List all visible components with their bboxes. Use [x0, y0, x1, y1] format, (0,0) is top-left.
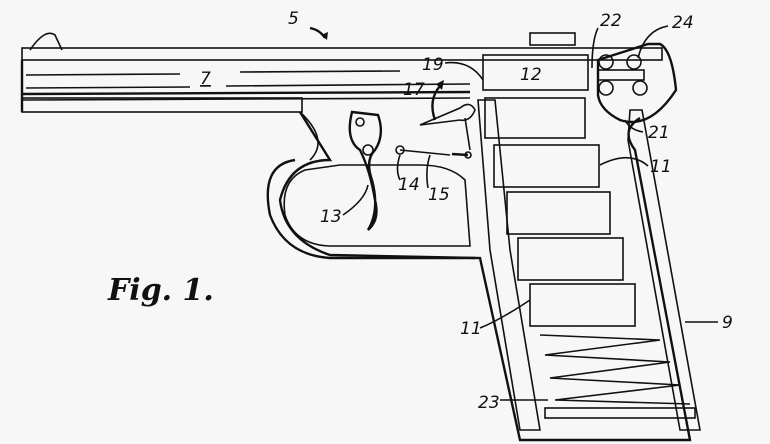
sear-lever — [419, 103, 476, 126]
cartridge-stack — [482, 54, 636, 327]
arrow-5 — [309, 26, 327, 39]
label-12: 12 — [520, 65, 542, 85]
label-21: 21 — [648, 123, 670, 143]
slide-rear — [596, 42, 678, 124]
front-sight — [29, 32, 63, 51]
cartridge-12 — [482, 54, 589, 91]
label-19: 19 — [422, 55, 444, 75]
rear-sight — [529, 32, 576, 46]
label-22: 22 — [600, 11, 622, 31]
label-14: 14 — [398, 175, 420, 195]
label-7: 7 — [200, 69, 211, 89]
slide — [20, 32, 663, 113]
label-9: 9 — [722, 313, 733, 333]
label-5: 5 — [288, 9, 299, 29]
label-15: 15 — [428, 185, 450, 205]
trigger-mechanism — [348, 103, 476, 231]
label-24: 24 — [672, 13, 694, 33]
slide-top-wall — [21, 47, 663, 61]
grip-rear-wall — [627, 109, 701, 431]
label-11-bottom: 11 — [460, 319, 482, 339]
frame-outline — [278, 111, 692, 442]
label-13: 13 — [320, 207, 342, 227]
magazine-spring — [539, 334, 691, 405]
magazine-base — [544, 407, 696, 419]
arrow-19 — [431, 85, 441, 121]
label-23: 23 — [478, 393, 500, 413]
leader-lines — [342, 25, 718, 401]
label-11-top: 11 — [650, 157, 672, 177]
trigger — [348, 110, 383, 231]
rollers — [597, 54, 648, 96]
grip-front-wall — [477, 99, 541, 431]
trigger-guard — [266, 158, 475, 260]
label-17: 17 — [403, 80, 425, 100]
figure-caption: Fig. 1. — [107, 273, 214, 308]
reference-labels: 5 7 12 19 17 22 24 21 11 14 15 13 11 9 2… — [107, 9, 733, 413]
